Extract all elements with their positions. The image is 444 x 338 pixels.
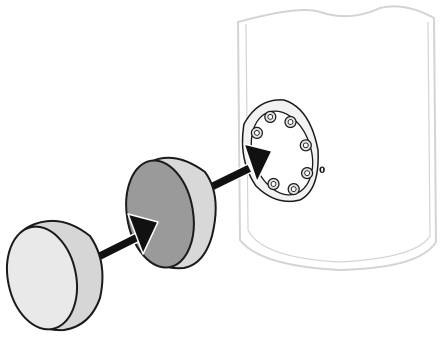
bolt bbox=[264, 110, 277, 124]
bolt-hole bbox=[302, 142, 309, 149]
bolt bbox=[284, 115, 297, 129]
disc-light-face bbox=[6, 225, 78, 331]
bolt bbox=[250, 126, 263, 139]
bolt bbox=[267, 177, 280, 191]
housing-inner-line bbox=[245, 21, 431, 263]
dial-marking: 0 bbox=[319, 166, 325, 176]
bolt-hole bbox=[304, 170, 310, 176]
bolt-hole bbox=[287, 119, 294, 125]
bolt bbox=[301, 167, 314, 180]
arrow-head bbox=[243, 143, 273, 183]
arrow-head-lower bbox=[127, 213, 159, 255]
bolt bbox=[299, 139, 312, 152]
bolt-hole bbox=[270, 181, 277, 187]
cylindrical-housing bbox=[236, 5, 438, 272]
mounting-plate: 0 bbox=[241, 99, 325, 203]
disc-light bbox=[6, 219, 104, 332]
disc-gray bbox=[125, 156, 217, 270]
housing-body bbox=[236, 5, 438, 272]
bolt bbox=[287, 183, 300, 196]
bolt-hole bbox=[254, 130, 260, 136]
bolt-hole bbox=[267, 114, 274, 120]
bolt-hole bbox=[290, 186, 297, 192]
